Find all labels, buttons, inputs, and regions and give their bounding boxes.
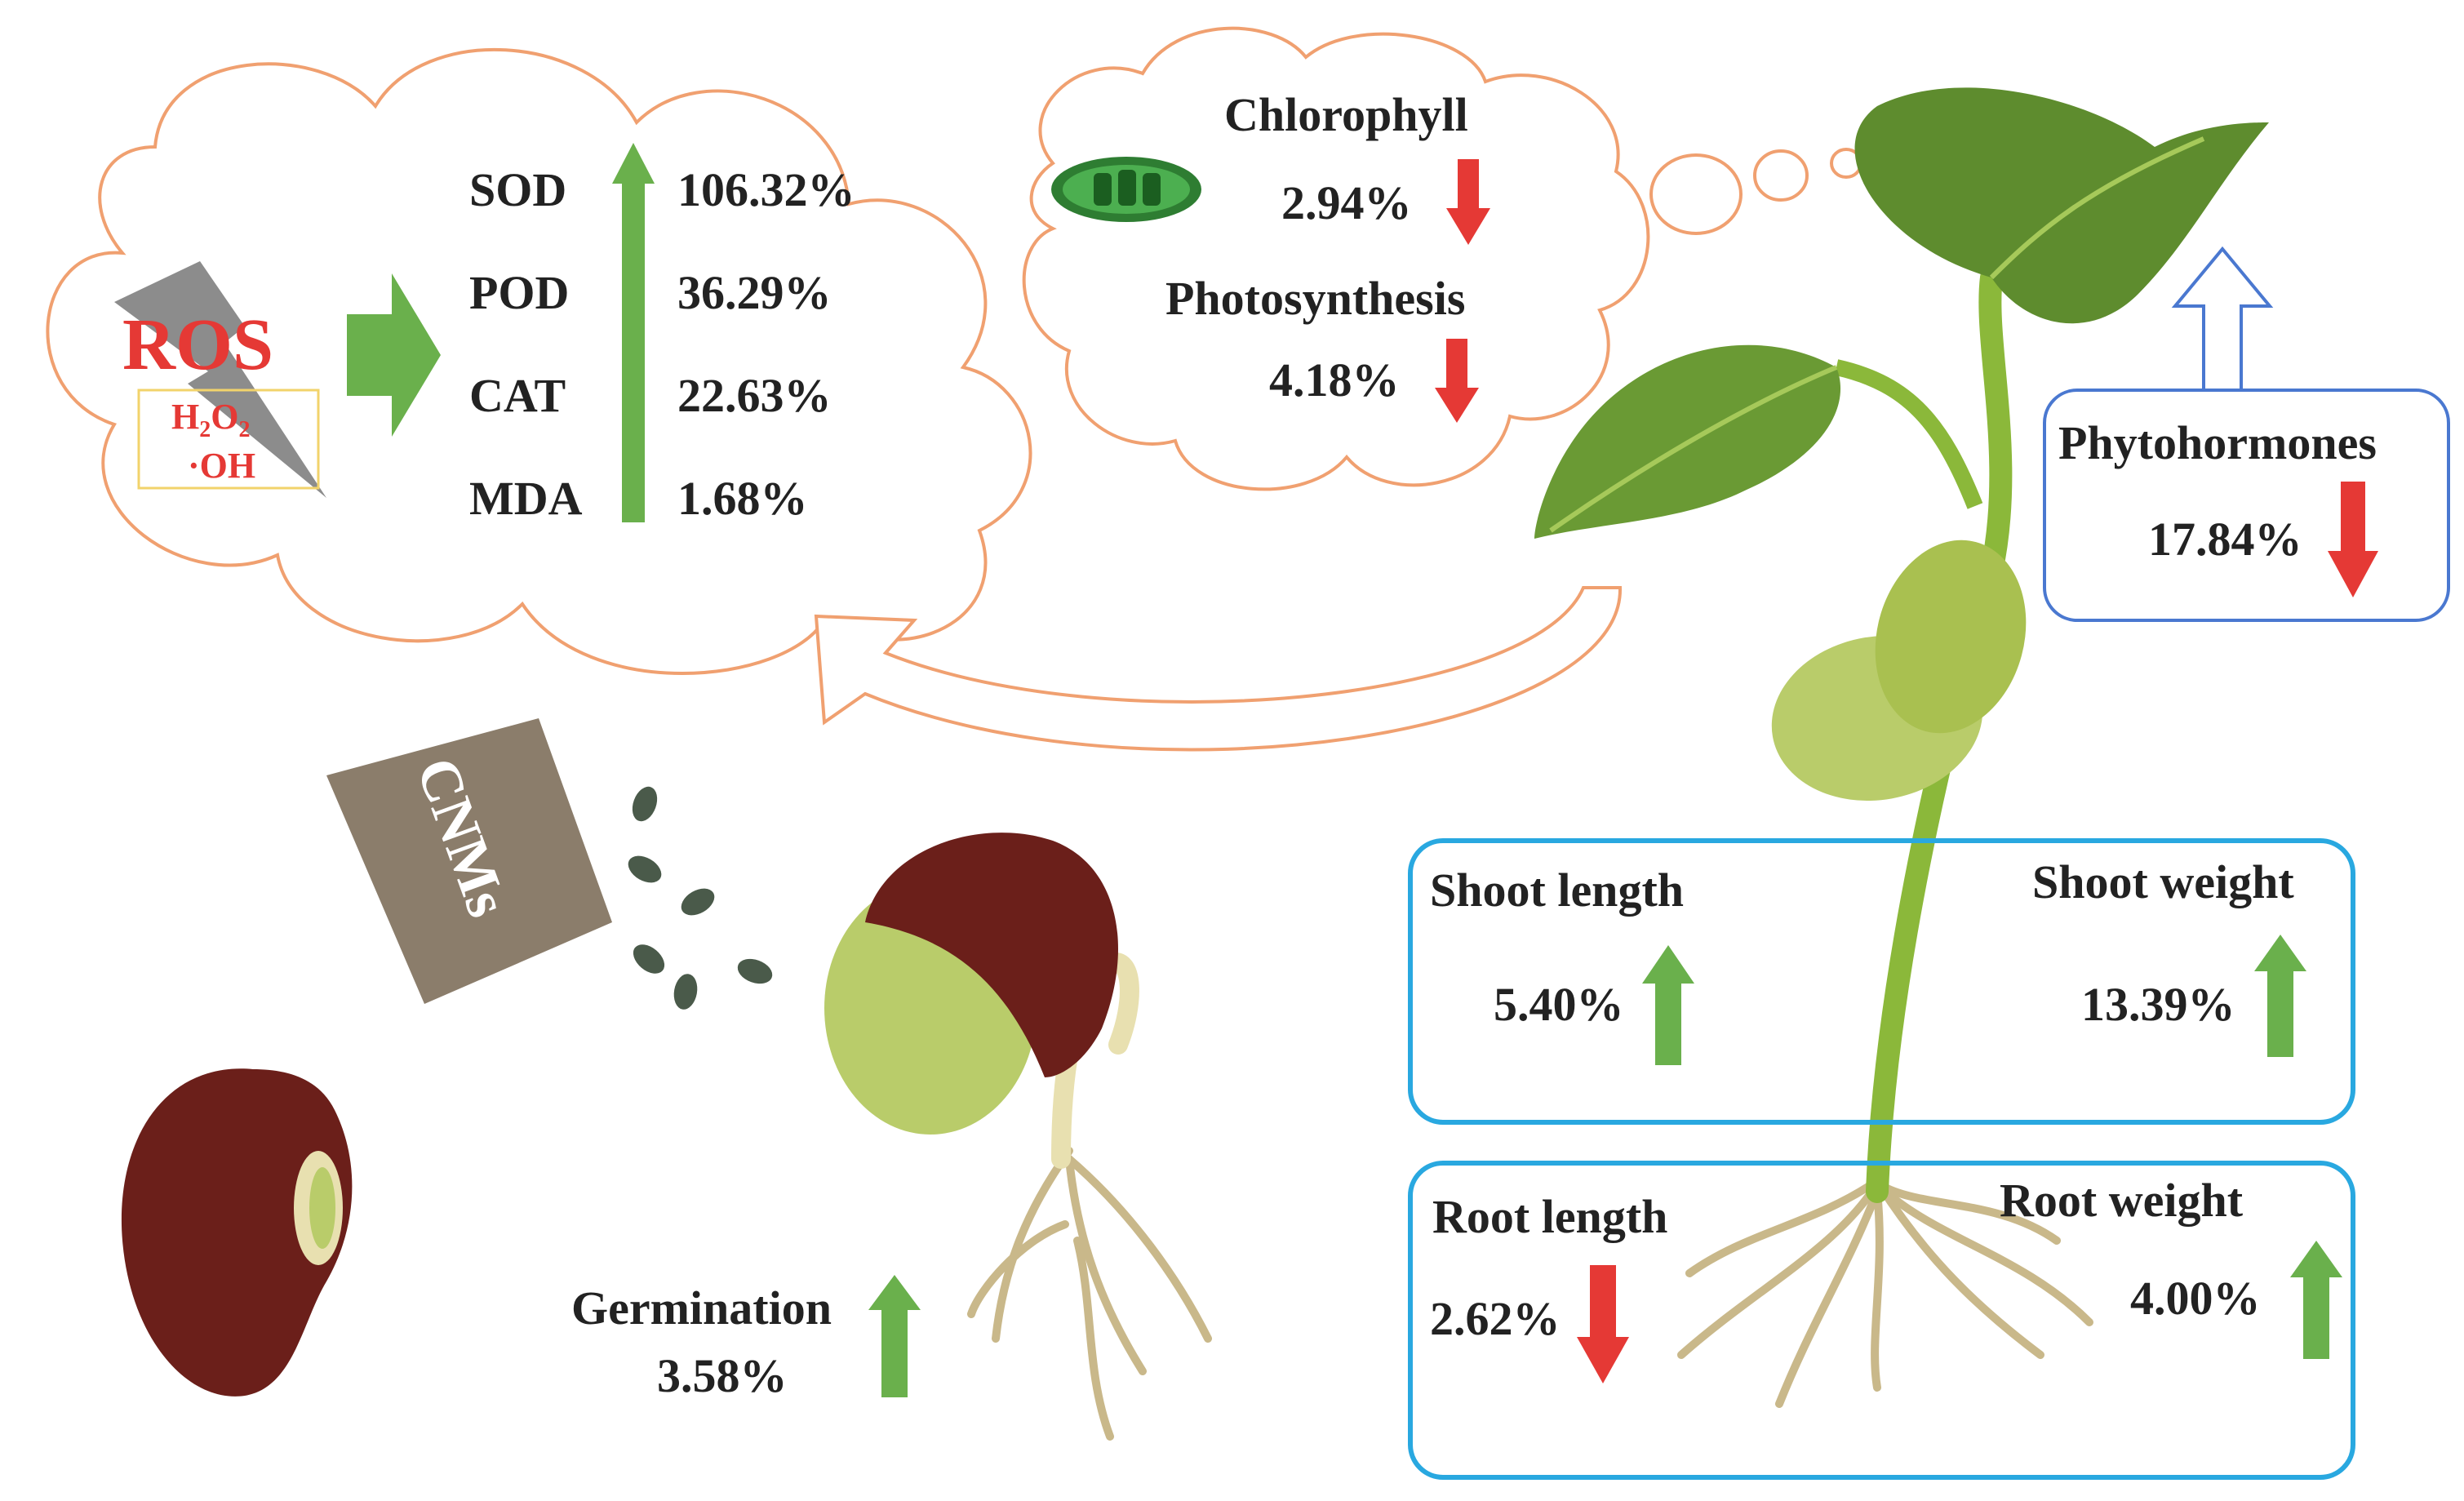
germination-label: Germination	[571, 1281, 832, 1334]
up-arrow-icon	[612, 143, 655, 522]
lightning-bolt-icon	[114, 261, 326, 498]
enzyme-value: 22.63%	[677, 369, 832, 422]
nanoparticles	[628, 786, 773, 1010]
germinating-seed-illustration	[824, 833, 1212, 1441]
enzyme-value: 36.29%	[677, 266, 832, 319]
ros-label: ROS	[122, 304, 273, 385]
enzyme-name: SOD	[469, 163, 566, 216]
hollow-up-arrow-icon	[2171, 246, 2274, 393]
up-arrow-icon	[2254, 935, 2306, 1057]
down-arrow-icon	[1435, 339, 1479, 423]
chlorophyll-value: 2.94%	[1281, 176, 1412, 229]
photosynthesis-value: 4.18%	[1269, 353, 1400, 406]
right-arrow-icon	[347, 273, 441, 437]
root-weight-label: Root weight	[2000, 1174, 2244, 1227]
down-arrow-icon	[1577, 1265, 1629, 1383]
root-weight-value: 4.00%	[2130, 1272, 2261, 1325]
shoot-length-label: Shoot length	[1430, 864, 1684, 917]
up-arrow-icon	[1642, 945, 1694, 1065]
ros-cloud-outline	[46, 47, 1032, 675]
down-arrow-icon	[1446, 159, 1490, 245]
bean-seed-illustration	[121, 1068, 353, 1397]
down-arrow-icon	[2328, 482, 2378, 597]
ros-species-box	[137, 389, 320, 490]
chloroplast-icon	[1051, 157, 1201, 222]
oh-label: ·OH	[188, 446, 255, 486]
enzyme-value: 106.32%	[677, 163, 855, 216]
h2o2-label: H2O2	[171, 397, 250, 442]
germination-panel: Germination 3.58%	[571, 1275, 921, 1402]
shoot-weight-label: Shoot weight	[2032, 855, 2294, 908]
cnms-bag-shape	[326, 718, 612, 1004]
phytohormones-label: Phytohormones	[2058, 416, 2377, 469]
phytohormones-panel: Phytohormones 17.84%	[2043, 246, 2450, 622]
root-length-value: 2.62%	[1430, 1292, 1561, 1345]
photosynthesis-label: Photosynthesis	[1165, 272, 1465, 325]
enzyme-name: CAT	[469, 369, 566, 422]
root-length-label: Root length	[1432, 1190, 1667, 1243]
shoot-length-value: 5.40%	[1494, 978, 1624, 1031]
chlorophyll-cloud: Chlorophyll 2.94% Photosynthesis 4.18%	[1022, 26, 1650, 491]
thought-bubbles	[1649, 148, 1862, 235]
cnms-bag: CNMs	[326, 718, 612, 1004]
curved-feedback-arrow	[814, 586, 1623, 752]
up-arrow-icon	[868, 1275, 921, 1397]
shoot-weight-value: 13.39%	[2081, 978, 2235, 1031]
phytohormones-value: 17.84%	[2148, 513, 2302, 566]
shoot-metrics-box: Shoot length 5.40% Shoot weight 13.39%	[1408, 838, 2355, 1125]
root-metrics-box: Root length 2.62% Root weight 4.00%	[1408, 1161, 2355, 1480]
enzyme-value: 1.68%	[677, 472, 808, 525]
seedling-plant-illustration	[1534, 87, 2269, 1408]
up-arrow-icon	[2290, 1241, 2342, 1359]
chlorophyll-label: Chlorophyll	[1224, 88, 1468, 141]
chlorophyll-cloud-outline	[1022, 26, 1650, 491]
germination-value: 3.58%	[657, 1349, 788, 1402]
enzyme-name: POD	[469, 266, 569, 319]
ros-cloud: ROS H2O2 ·OH SOD POD CAT MDA 106.32% 36.…	[46, 47, 1032, 675]
enzyme-name: MDA	[469, 472, 583, 525]
